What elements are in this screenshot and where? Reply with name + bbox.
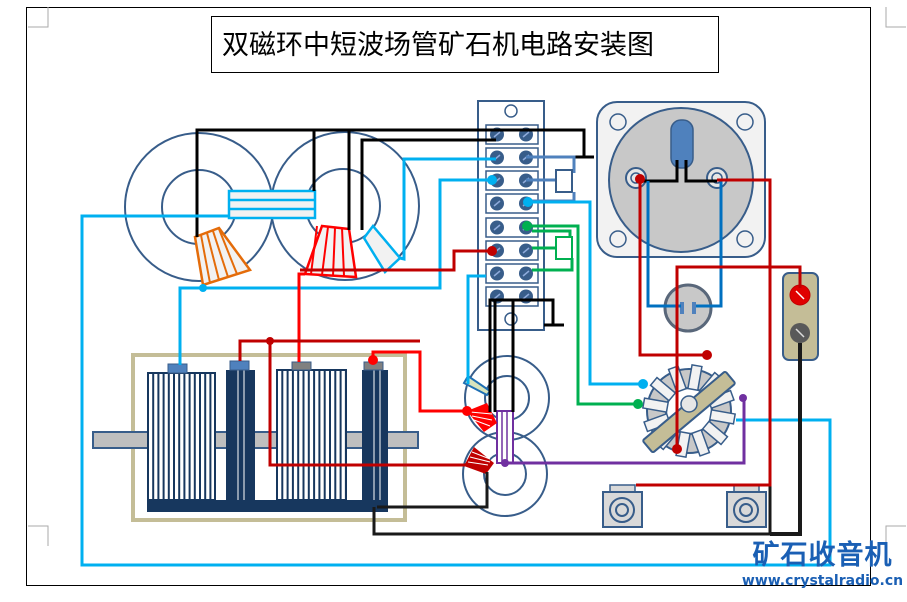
corner-mark-br bbox=[885, 525, 906, 546]
switch-contact-tab bbox=[641, 397, 670, 413]
page-border bbox=[26, 7, 871, 586]
wire-red bbox=[636, 178, 772, 487]
wire-cyan bbox=[80, 214, 832, 567]
corner-mark-bl bbox=[28, 525, 49, 546]
trimmer-capacitor-blue bbox=[555, 169, 573, 193]
wire-green bbox=[532, 258, 574, 272]
output-terminal-block bbox=[782, 272, 819, 361]
page-title: 双磁环中短波场管矿石机电路安装图 bbox=[222, 30, 654, 61]
switch-contact-tab bbox=[649, 376, 677, 402]
wire-black bbox=[360, 138, 496, 230]
switch-contact-tab bbox=[687, 363, 703, 392]
orange-coil-winding bbox=[193, 226, 253, 287]
wires bbox=[80, 128, 832, 567]
ferrite-rod-assembly bbox=[92, 353, 419, 522]
brand-logo: 矿石收音机 www.crystalradio.cn bbox=[740, 540, 905, 590]
wire-bright-red bbox=[297, 272, 305, 362]
wire-black bbox=[377, 472, 489, 509]
wire-cyan bbox=[528, 200, 642, 386]
ferrite-coil-2 bbox=[226, 370, 255, 500]
terminal-row bbox=[485, 263, 539, 284]
wire-black bbox=[372, 485, 772, 536]
wire-black bbox=[770, 343, 802, 536]
ferrite-coil-4 bbox=[362, 370, 388, 500]
binding-post-left bbox=[602, 484, 643, 528]
wire-black bbox=[684, 160, 717, 183]
wire-bright-red bbox=[371, 350, 467, 413]
wire-blue bbox=[696, 181, 723, 308]
terminal-row bbox=[485, 147, 539, 168]
wire-blue bbox=[526, 155, 576, 173]
corner-mark-tr bbox=[885, 7, 906, 28]
red-fan-winding-lower bbox=[464, 447, 494, 474]
wire-purple bbox=[505, 398, 746, 465]
capacitor-shaft bbox=[670, 119, 694, 169]
wire-cyan bbox=[178, 178, 492, 365]
wire-blue bbox=[646, 181, 681, 308]
switch-contact-tab bbox=[708, 409, 737, 425]
wire-red bbox=[638, 180, 707, 357]
red-fan-winding-upper bbox=[467, 403, 497, 432]
wire-cyan bbox=[399, 157, 496, 261]
wire-black bbox=[636, 160, 679, 183]
wire-red bbox=[675, 265, 802, 449]
corner-mark-tl bbox=[28, 7, 49, 28]
purple-winding bbox=[496, 410, 514, 464]
band-switch bbox=[641, 363, 737, 459]
wire-cyan bbox=[466, 274, 486, 384]
coupling-winding bbox=[227, 189, 317, 220]
earphone-socket bbox=[663, 283, 713, 333]
wire-red bbox=[238, 339, 420, 361]
brand-url: www.crystalradio.cn bbox=[741, 573, 904, 589]
brand-name: 矿石收音机 bbox=[752, 540, 893, 571]
terminal-row bbox=[485, 240, 539, 261]
wire-red bbox=[300, 249, 492, 272]
wire-black bbox=[526, 298, 555, 325]
switch-contact-tab bbox=[690, 429, 711, 457]
binding-post-right bbox=[726, 484, 767, 528]
wire-green bbox=[527, 224, 638, 406]
red-coil-winding bbox=[303, 224, 358, 279]
wire-black bbox=[195, 128, 586, 237]
switch-contact-tab bbox=[701, 420, 729, 446]
trimmer-capacitor-green bbox=[555, 236, 573, 260]
title-box: 双磁环中短波场管矿石机电路安装图 bbox=[211, 16, 719, 73]
cyan-coil-winding bbox=[362, 223, 402, 274]
wire-red bbox=[268, 341, 466, 467]
